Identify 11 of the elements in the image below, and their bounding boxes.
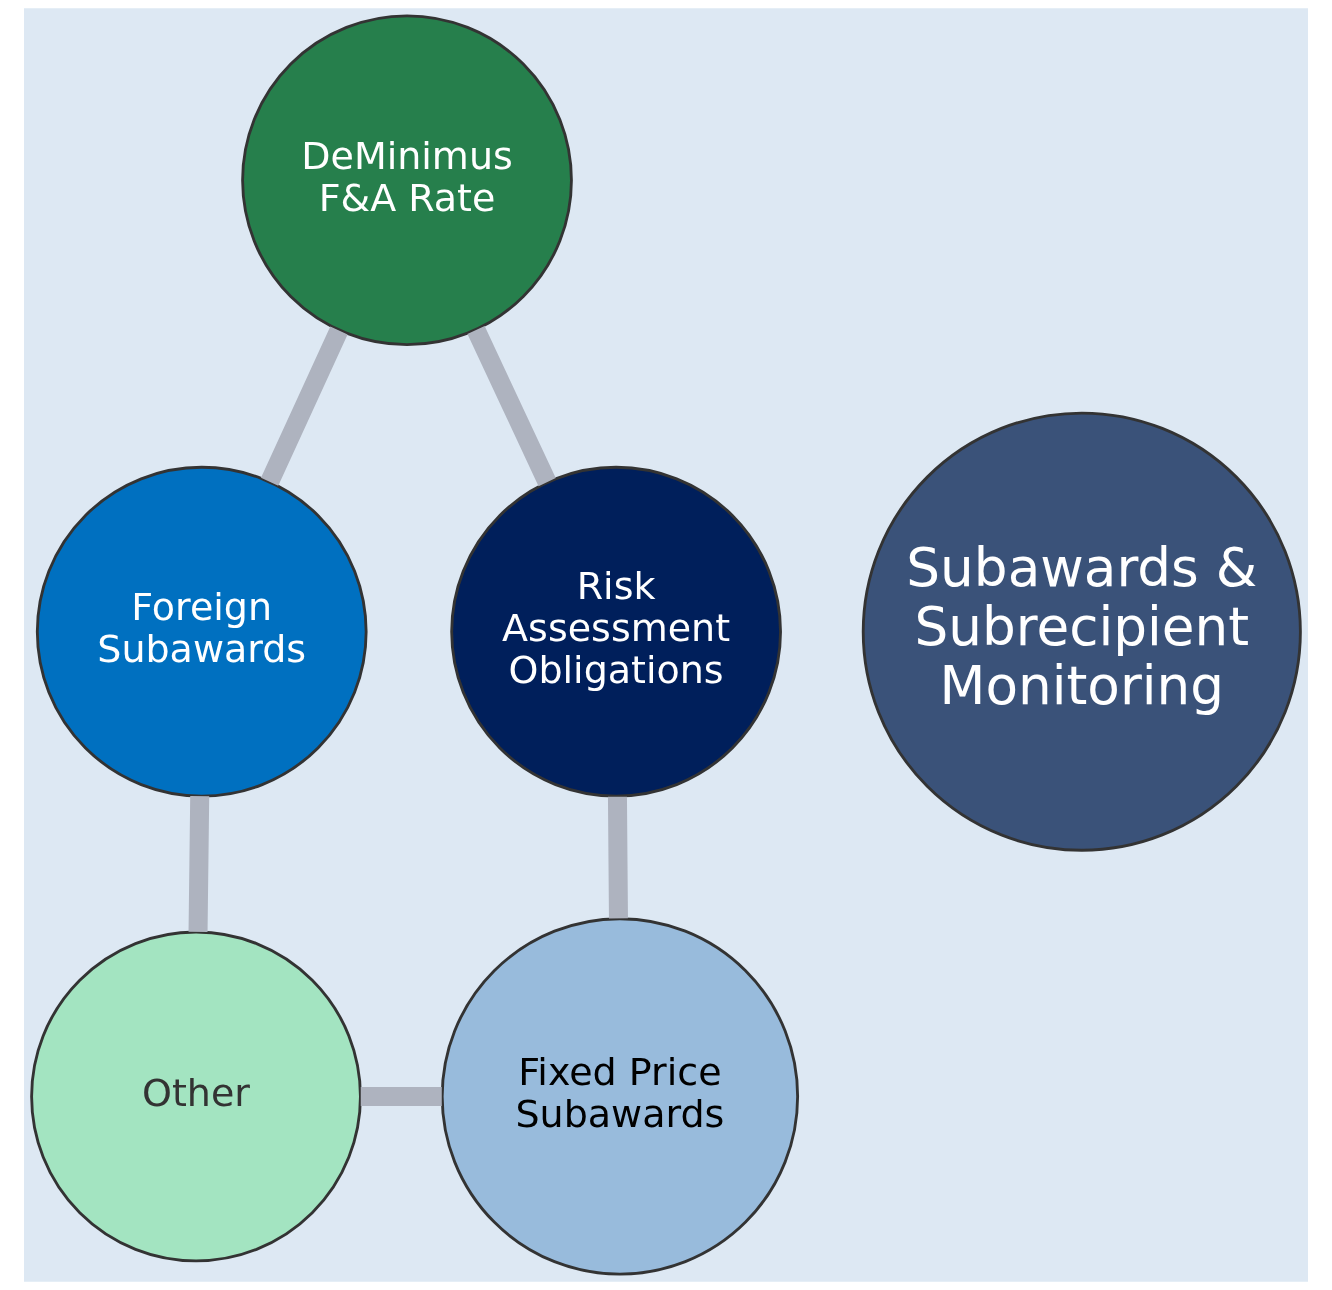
node-circle: Risk Assessment Obligations (450, 465, 782, 798)
node-circle: DeMinimus F&A Rate (241, 14, 573, 347)
node-circle: Fixed Price Subawards (440, 917, 800, 1276)
connector (261, 326, 348, 486)
connector (607, 796, 628, 919)
node-circle: Foreign Subawards (35, 465, 368, 798)
node-circle: Other (30, 930, 362, 1263)
node-circle: Subawards & Subrecipient Monitoring (861, 411, 1302, 852)
connector (360, 1086, 442, 1106)
connector (188, 796, 210, 933)
connector (467, 325, 556, 487)
